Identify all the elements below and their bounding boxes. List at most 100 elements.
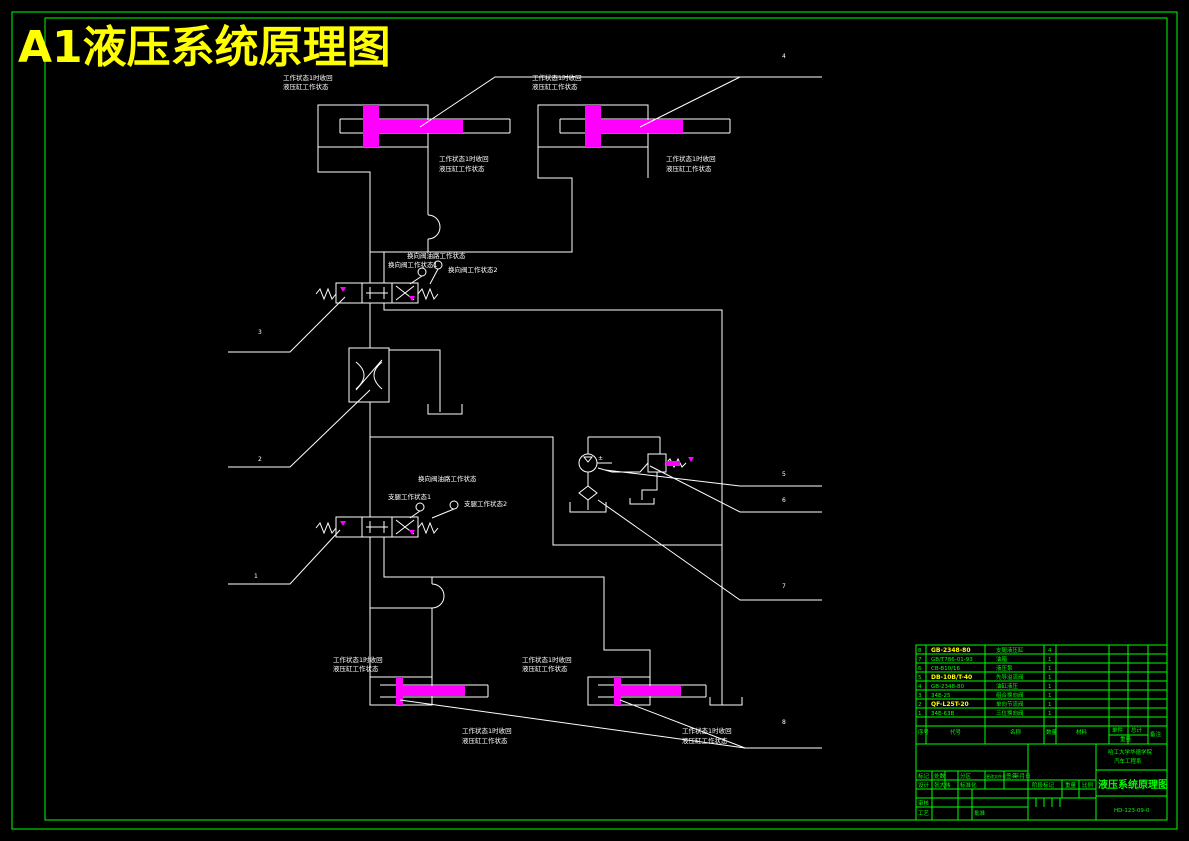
label-cyl-bl-b2: 液压缸工作状态 bbox=[462, 736, 508, 745]
svg-text:34E-25: 34E-25 bbox=[931, 693, 951, 699]
svg-text:处数: 处数 bbox=[934, 772, 946, 780]
svg-text:更改文件号: 更改文件号 bbox=[986, 773, 1006, 779]
label-cyl-tl-2: 液压缸工作状态 bbox=[283, 82, 329, 91]
svg-text:分区: 分区 bbox=[960, 772, 972, 780]
svg-text:4: 4 bbox=[1048, 648, 1052, 654]
leader-2 bbox=[228, 389, 371, 468]
svg-text:8: 8 bbox=[918, 648, 922, 654]
svg-text:GB-2348-80: GB-2348-80 bbox=[931, 684, 965, 690]
svg-text:DB-10B/T-40: DB-10B/T-40 bbox=[931, 674, 972, 681]
svg-text:液压泵: 液压泵 bbox=[996, 664, 1013, 672]
svg-text:重量: 重量 bbox=[1120, 735, 1132, 743]
inner-frame bbox=[44, 17, 1168, 821]
cylinder-top-right bbox=[537, 104, 731, 148]
svg-text:审核: 审核 bbox=[918, 799, 930, 807]
svg-text:QF-L25T-20: QF-L25T-20 bbox=[931, 701, 969, 708]
svg-text:签名: 签名 bbox=[1006, 772, 1017, 780]
callout-8: 8 bbox=[782, 719, 786, 726]
svg-text:张大伟: 张大伟 bbox=[934, 781, 951, 789]
svg-text:标记: 标记 bbox=[918, 772, 930, 780]
svg-text:年月日: 年月日 bbox=[1014, 772, 1031, 780]
svg-text:工艺: 工艺 bbox=[918, 810, 930, 817]
label-cyl-tl-1: 工作状态1时收回 bbox=[283, 73, 333, 82]
svg-text:单向节流阀: 单向节流阀 bbox=[996, 700, 1024, 708]
callout-6: 6 bbox=[782, 497, 786, 504]
label-cyl-br-b1: 工作状态1时收回 bbox=[682, 726, 732, 735]
label-valve-top-b: 换向阀工作状态2 bbox=[448, 265, 498, 274]
svg-text:CB-B10/16: CB-B10/16 bbox=[931, 666, 961, 672]
svg-text:GB-2348-80: GB-2348-80 bbox=[931, 647, 971, 654]
svg-text:1: 1 bbox=[1048, 702, 1052, 708]
svg-text:1: 1 bbox=[1048, 666, 1052, 672]
svg-text:总计: 总计 bbox=[1131, 726, 1143, 734]
svg-text:三位换向阀: 三位换向阀 bbox=[996, 709, 1024, 717]
svg-text:重量: 重量 bbox=[1065, 781, 1077, 789]
directional-valve-top[interactable] bbox=[315, 260, 723, 546]
leader-6 bbox=[649, 465, 822, 513]
svg-text:名称: 名称 bbox=[1010, 728, 1022, 736]
leader-1 bbox=[228, 529, 341, 585]
svg-text:1: 1 bbox=[1048, 684, 1052, 690]
svg-text:先导溢流阀: 先导溢流阀 bbox=[996, 673, 1024, 681]
label-valve-bot-a: 支腿工作状态1 bbox=[388, 492, 431, 501]
label-cyl-bl-2: 液压缸工作状态 bbox=[333, 664, 379, 673]
label-valve-top-a: 换向阀工作状态1 bbox=[388, 260, 438, 269]
outer-frame bbox=[11, 11, 1178, 830]
svg-text:备注: 备注 bbox=[1150, 730, 1162, 738]
svg-text:油箱: 油箱 bbox=[996, 655, 1008, 663]
svg-text:1: 1 bbox=[1048, 675, 1052, 681]
svg-text:GB/T786-01-93: GB/T786-01-93 bbox=[931, 657, 973, 663]
svg-text:批准: 批准 bbox=[974, 809, 986, 817]
callout-7: 7 bbox=[782, 583, 786, 590]
callout-5: 5 bbox=[782, 471, 786, 478]
label-cyl-tl-b1: 工作状态1时收回 bbox=[439, 154, 489, 163]
svg-text:标准化: 标准化 bbox=[960, 781, 977, 789]
drawing-name: 液压系统原理图 bbox=[1098, 778, 1168, 791]
title-block: 8 GB-2348-80 支腿液压缸 4 7 GB/T786-01-93 油箱 … bbox=[915, 644, 1168, 821]
svg-text:材料: 材料 bbox=[1076, 728, 1088, 736]
pump-relief-group[interactable] bbox=[569, 436, 687, 513]
leader-7 bbox=[597, 499, 822, 601]
svg-text:序号: 序号 bbox=[918, 728, 930, 736]
label-cyl-br-1: 工作状态1时收回 bbox=[522, 655, 572, 664]
svg-text:4: 4 bbox=[918, 684, 922, 690]
leader-5 bbox=[604, 469, 822, 487]
label-cyl-br-b2: 液压缸工作状态 bbox=[682, 736, 728, 745]
svg-text:阶段标记: 阶段标记 bbox=[1032, 781, 1055, 789]
svg-text:数量: 数量 bbox=[1046, 728, 1058, 736]
cylinder-bottom-left bbox=[369, 676, 489, 706]
label-cyl-bl-b1: 工作状态1时收回 bbox=[462, 726, 512, 735]
svg-text:单件: 单件 bbox=[1112, 726, 1124, 734]
school-name: 哈工大学华德学院 bbox=[1108, 748, 1153, 756]
leader-4 bbox=[419, 76, 822, 128]
label-cyl-tr-2: 液压缸工作状态 bbox=[532, 82, 578, 91]
svg-text:组合换向阀: 组合换向阀 bbox=[996, 691, 1024, 699]
svg-text:34E-63B: 34E-63B bbox=[931, 711, 954, 717]
label-valve-bot-b: 支腿工作状态2 bbox=[464, 499, 507, 508]
svg-text:支腿液压缸: 支腿液压缸 bbox=[996, 646, 1024, 654]
label-cyl-bl-1: 工作状态1时收回 bbox=[333, 655, 383, 664]
svg-text:5: 5 bbox=[918, 675, 922, 681]
svg-text:2: 2 bbox=[918, 702, 922, 708]
svg-text:7: 7 bbox=[918, 657, 922, 663]
svg-text:1: 1 bbox=[1048, 693, 1052, 699]
label-cyl-tr-b1: 工作状态1时收回 bbox=[666, 154, 716, 163]
callout-3: 3 bbox=[258, 329, 262, 336]
directional-valve-bottom[interactable] bbox=[315, 437, 743, 706]
label-cyl-tl-b2: 液压缸工作状态 bbox=[439, 164, 485, 173]
callout-1: 1 bbox=[254, 573, 258, 580]
cylinder-bottom-right bbox=[587, 676, 707, 706]
leader-3 bbox=[228, 296, 346, 353]
svg-text:1: 1 bbox=[918, 711, 922, 717]
label-cyl-tr-b2: 液压缸工作状态 bbox=[666, 164, 712, 173]
svg-text:油缸液压: 油缸液压 bbox=[996, 682, 1019, 690]
svg-text:比例: 比例 bbox=[1082, 781, 1094, 789]
svg-text:3: 3 bbox=[918, 693, 922, 699]
callout-4: 4 bbox=[782, 53, 786, 60]
drawing-number: HD-123-09-0 bbox=[1114, 808, 1150, 814]
throttle-valve[interactable] bbox=[348, 340, 463, 437]
svg-text:±: ± bbox=[598, 455, 603, 462]
label-valve-top-head: 换向阀油路工作状态 bbox=[407, 251, 466, 260]
label-valve-bot-head: 换向阀油路工作状态 bbox=[418, 474, 477, 483]
